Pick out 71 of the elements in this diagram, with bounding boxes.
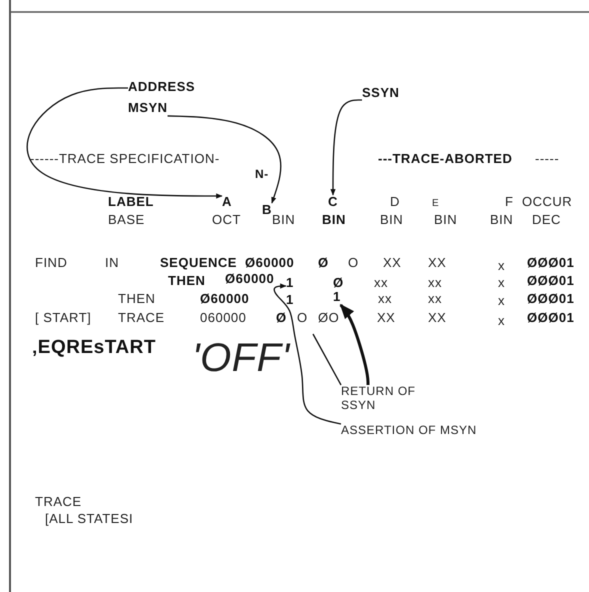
column-header: OCCUR xyxy=(522,195,572,210)
table-value: Ø60000 xyxy=(200,292,250,307)
screen-text: TRACE xyxy=(35,495,82,510)
screen-heading: ------TRACE SPECIFICATION- xyxy=(30,152,220,167)
column-header: DEC xyxy=(532,213,561,228)
table-value: 1 xyxy=(286,293,294,308)
signal-label: 1 xyxy=(333,290,341,305)
column-header: BIN xyxy=(490,213,514,228)
column-header: LABEL xyxy=(108,195,154,210)
signal-label: ASSERTION OF MSYN xyxy=(341,424,477,438)
table-value: Ø60000 xyxy=(225,272,274,287)
table-value: x xyxy=(498,259,505,274)
column-header: OCT xyxy=(212,213,241,228)
off-annotation: 'OFF' xyxy=(192,335,290,381)
table-value: XX xyxy=(428,256,446,271)
table-value: TRACE xyxy=(118,311,165,326)
table-value: XX xyxy=(428,311,446,326)
table-value: ØØØ01 xyxy=(527,256,574,271)
signal-label: SSYN xyxy=(362,86,400,101)
table-value: 060000 xyxy=(200,311,246,326)
screen-heading: ---TRACE-ABORTED xyxy=(378,152,512,167)
signal-label: ADDRESS xyxy=(128,80,196,95)
column-header: BIN xyxy=(434,213,458,228)
arrow xyxy=(340,304,370,385)
table-value: xx xyxy=(374,276,388,291)
table-value: xx xyxy=(378,292,392,307)
column-header: BIN xyxy=(322,213,346,228)
table-value: x xyxy=(498,294,505,309)
table-value: [ START] xyxy=(35,311,92,326)
arrow xyxy=(330,99,362,196)
arrow xyxy=(26,87,223,199)
table-value: IN xyxy=(105,256,119,271)
screen-text: ‚EQREsTART xyxy=(32,337,156,359)
table-value: XX xyxy=(383,256,402,271)
column-header: BIN xyxy=(380,213,404,228)
arrow xyxy=(168,115,282,204)
column-header: E xyxy=(432,198,440,210)
table-value: x xyxy=(498,314,505,329)
table-value: FIND xyxy=(35,256,68,271)
table-value: xx xyxy=(428,276,442,291)
arrow xyxy=(274,283,342,425)
signal-label: RETURN OF SSYN xyxy=(341,385,421,413)
signal-label: 1 xyxy=(286,276,294,291)
table-value: Ø xyxy=(276,311,287,326)
table-value: ØØØ01 xyxy=(527,292,574,307)
table-value: ØO xyxy=(318,311,340,326)
table-value: THEN xyxy=(168,274,206,289)
signal-label: MSYN xyxy=(128,101,168,116)
table-value: O xyxy=(348,256,359,271)
signal-label: A xyxy=(222,195,232,210)
table-value: Ø xyxy=(318,256,329,271)
table-value: Ø60000 xyxy=(245,256,294,271)
table-value: SEQUENCE xyxy=(160,256,237,271)
table-value: Ø xyxy=(333,276,344,291)
screen-text: [ALL STATESI xyxy=(45,512,134,527)
leader-line xyxy=(312,334,342,386)
table-value: THEN xyxy=(118,292,156,307)
table-value: O xyxy=(297,311,308,326)
column-header: BIN xyxy=(272,213,296,228)
column-header: F xyxy=(505,195,514,210)
signal-label: B xyxy=(262,203,272,218)
screen-heading: ----- xyxy=(535,152,560,167)
table-value: XX xyxy=(377,311,396,326)
table-value: ØØØ01 xyxy=(527,311,574,326)
screen-heading: N- xyxy=(255,168,269,182)
table-value: ØØØ01 xyxy=(527,274,574,289)
table-value: x xyxy=(498,276,505,291)
column-header: D xyxy=(390,195,400,210)
table-value: xx xyxy=(428,292,442,307)
column-header: BASE xyxy=(108,213,145,228)
signal-label: C xyxy=(328,195,338,210)
